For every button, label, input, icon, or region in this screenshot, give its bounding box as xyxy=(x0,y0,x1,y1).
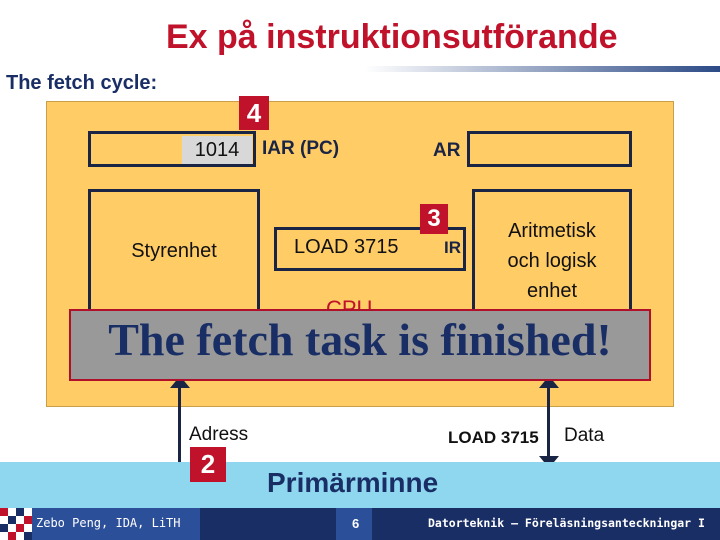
memory-label: Primärminne xyxy=(267,467,439,498)
ir-register-box xyxy=(274,227,466,271)
status-banner-text: The fetch task is finished! xyxy=(108,314,612,365)
address-bus-arrow-icon xyxy=(170,376,190,388)
control-unit-label: Styrenhet xyxy=(131,240,217,262)
footer-bar xyxy=(0,508,720,540)
address-bus-line xyxy=(178,380,181,502)
university-logo-icon xyxy=(0,508,32,540)
alu-label-line: enhet xyxy=(526,280,578,302)
ar-register-box xyxy=(467,131,632,167)
ir-label: IR xyxy=(444,238,461,257)
alu-label: Aritmetisk och logisk enhet xyxy=(472,216,632,306)
step-2-badge: 2 xyxy=(190,447,226,482)
iar-value: 1014 xyxy=(182,136,252,164)
footer-author: Zebo Peng, IDA, LiTH xyxy=(36,516,181,530)
address-bus-label: Adress xyxy=(189,424,249,445)
data-bus-line xyxy=(547,380,550,462)
alu-label-line: och logisk xyxy=(507,250,597,272)
footer-course: Datorteknik — Föreläsningsanteckningar I xyxy=(428,516,705,530)
alu-label-line: Aritmetisk xyxy=(508,220,596,242)
step-3-badge: 3 xyxy=(420,204,448,234)
ar-label: AR xyxy=(433,140,461,161)
page-subtitle: The fetch cycle: xyxy=(6,72,158,94)
page-title: Ex på instruktionsutförande xyxy=(166,18,618,56)
iar-label: IAR (PC) xyxy=(262,138,340,159)
footer-segment xyxy=(336,508,372,540)
status-banner xyxy=(69,309,651,381)
footer-page-number: 6 xyxy=(352,516,360,531)
title-rule xyxy=(365,66,720,72)
data-bus-label: Data xyxy=(564,425,605,446)
ir-content: LOAD 3715 xyxy=(294,236,399,258)
alu-box xyxy=(472,189,632,329)
step-4-badge: 4 xyxy=(239,96,269,130)
data-bus-up-arrow-icon xyxy=(539,376,559,388)
footer-segment xyxy=(0,508,200,540)
data-bus-value: LOAD 3715 xyxy=(448,428,539,447)
